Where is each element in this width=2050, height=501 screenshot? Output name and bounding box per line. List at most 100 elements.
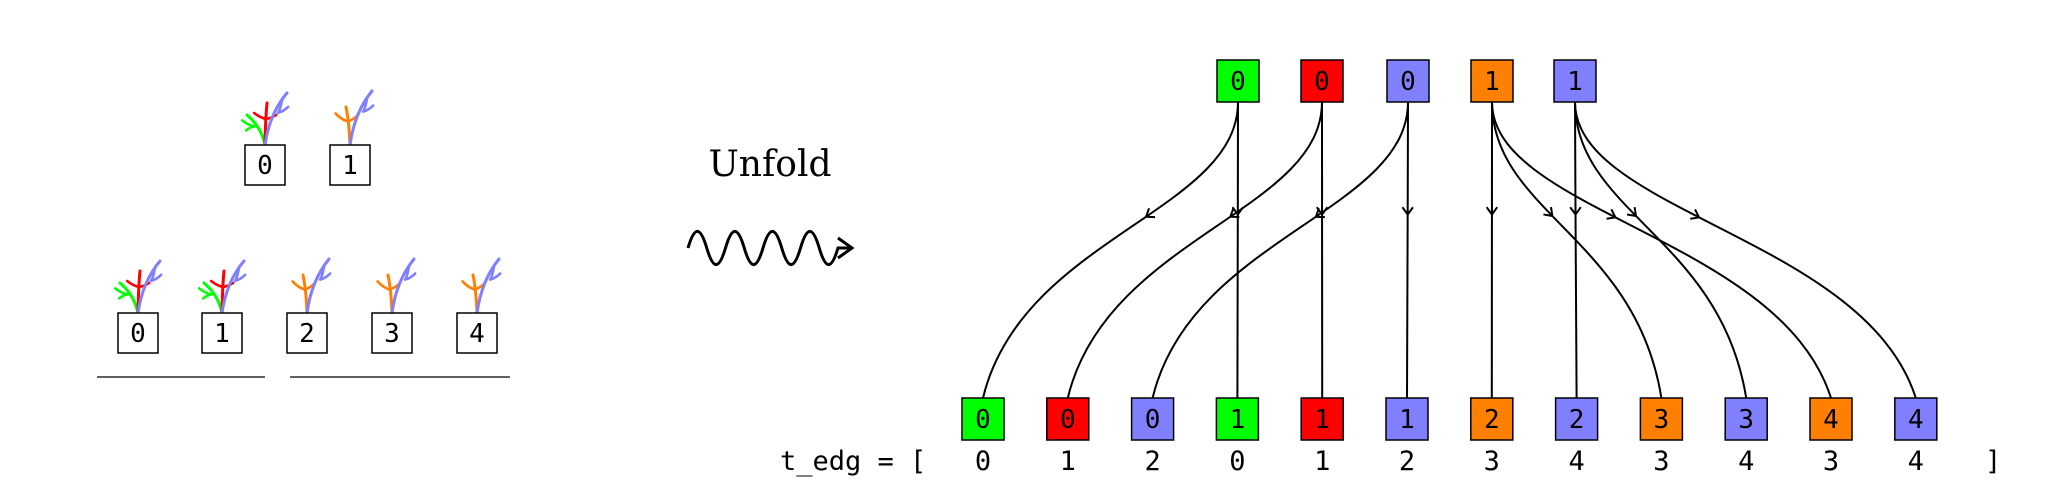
orange-twig-icon xyxy=(334,112,349,123)
bottom-node-box xyxy=(1215,397,1260,441)
edge-curve xyxy=(1574,101,1578,399)
left-node-box xyxy=(329,144,371,186)
array-value: 3 xyxy=(1823,446,1839,477)
blue-twig-icon xyxy=(318,264,326,281)
bottom-node-label: 1 xyxy=(1399,405,1415,435)
blue-branch-icon xyxy=(136,259,162,315)
bottom-node-label: 2 xyxy=(1569,405,1585,435)
top-node-label: 1 xyxy=(1567,67,1583,97)
bottom-nodes: 0 0 0 1 1 1 2 2 3 3 4 4 xyxy=(961,397,1938,441)
array-value: 1 xyxy=(1060,446,1076,477)
green-twig-icon xyxy=(244,125,256,132)
array-value: 0 xyxy=(975,446,991,477)
bottom-node-label: 2 xyxy=(1484,405,1500,435)
squiggly-arrow-icon xyxy=(686,229,855,267)
edge-arrowhead-icon xyxy=(1543,206,1554,217)
edge-curve xyxy=(1491,101,1663,399)
edge-curve xyxy=(1574,101,1748,399)
green-twig-icon xyxy=(117,293,129,300)
left-node-label: 4 xyxy=(469,319,485,349)
bottom-node-box xyxy=(1639,397,1684,441)
edge-arrowhead-icon xyxy=(1229,207,1240,219)
blue-twig-icon xyxy=(403,264,411,281)
bottom-node: 0 xyxy=(1130,397,1175,441)
array-value: 0 xyxy=(1229,446,1245,477)
left-node: 0 xyxy=(240,91,290,186)
edge-curve xyxy=(1151,101,1409,399)
array-suffix: ] xyxy=(1985,446,2001,477)
bottom-node-box xyxy=(1470,397,1514,441)
blue-branch-icon xyxy=(475,257,501,315)
top-node-box xyxy=(1216,59,1260,103)
array-value: 2 xyxy=(1144,446,1160,477)
blue-twig-icon xyxy=(149,265,157,283)
edge-arrowhead-icon xyxy=(1626,206,1637,217)
top-node-box xyxy=(1553,59,1597,103)
blue-branch-icon xyxy=(263,91,289,147)
edge-arrowhead-icon xyxy=(1606,208,1617,220)
left-node-label: 1 xyxy=(342,151,358,181)
blue-branch-icon xyxy=(220,259,246,315)
top-node-box xyxy=(1386,59,1430,103)
bottom-node-label: 1 xyxy=(1230,405,1246,435)
blue-twig-icon xyxy=(488,264,496,281)
bottom-node: 3 xyxy=(1724,397,1768,441)
blue-branch-icon xyxy=(390,257,416,315)
blue-branch-icon xyxy=(348,89,374,147)
edge-curve xyxy=(1066,101,1323,399)
left-node-label: 1 xyxy=(214,319,230,349)
edge-curve xyxy=(982,101,1239,399)
bottom-node: 2 xyxy=(1470,397,1514,441)
blue-branch-icon xyxy=(305,257,331,315)
top-node-box xyxy=(1470,59,1514,103)
orange-twig-icon xyxy=(291,280,306,291)
blue-twig-icon xyxy=(361,96,369,113)
top-node: 0 xyxy=(1386,59,1430,103)
left-node-label: 2 xyxy=(299,319,315,349)
edge-arrowhead-icon xyxy=(1145,207,1156,219)
edge-curve xyxy=(1574,101,1917,399)
bottom-node-box xyxy=(1894,397,1938,441)
left-node: 4 xyxy=(456,257,502,354)
bottom-node: 4 xyxy=(1809,397,1853,441)
bottom-node: 2 xyxy=(1554,397,1599,441)
left-node: 0 xyxy=(113,259,163,354)
top-node: 0 xyxy=(1300,59,1344,103)
left-node: 2 xyxy=(286,257,332,354)
bottom-node-box xyxy=(1046,397,1090,441)
bottom-node: 3 xyxy=(1639,397,1684,441)
green-branch-icon xyxy=(245,113,267,147)
left-node-label: 3 xyxy=(384,319,400,349)
left-panel: 0 1 0 1 2 3 4 xyxy=(97,89,510,378)
bottom-node-label: 3 xyxy=(1654,405,1670,435)
bottom-node-box xyxy=(1300,397,1344,441)
array-value: 4 xyxy=(1908,446,1924,477)
bottom-node: 4 xyxy=(1894,397,1938,441)
bottom-node-box xyxy=(961,397,1005,441)
bottom-node-box xyxy=(1809,397,1853,441)
bottom-node-label: 4 xyxy=(1823,405,1839,435)
array-value: 4 xyxy=(1568,446,1584,477)
green-branch-icon xyxy=(118,281,140,315)
unfold-label: Unfold xyxy=(708,144,831,185)
bottom-node-box xyxy=(1724,397,1768,441)
left-node-box xyxy=(117,312,159,354)
edge-curve xyxy=(1491,101,1832,399)
bottom-node-label: 1 xyxy=(1314,405,1330,435)
green-twig-icon xyxy=(201,293,213,300)
top-node-label: 0 xyxy=(1400,67,1416,97)
green-branch-icon xyxy=(202,281,224,315)
bottom-node-label: 0 xyxy=(975,405,991,435)
left-node: 1 xyxy=(197,259,247,354)
bottom-node-label: 3 xyxy=(1738,405,1754,435)
top-node: 0 xyxy=(1216,59,1260,103)
edge-curve xyxy=(1406,101,1409,399)
left-node-box xyxy=(244,144,286,186)
left-node-box xyxy=(371,312,413,354)
bottom-node-label: 0 xyxy=(1060,405,1076,435)
left-node-box xyxy=(456,312,498,354)
